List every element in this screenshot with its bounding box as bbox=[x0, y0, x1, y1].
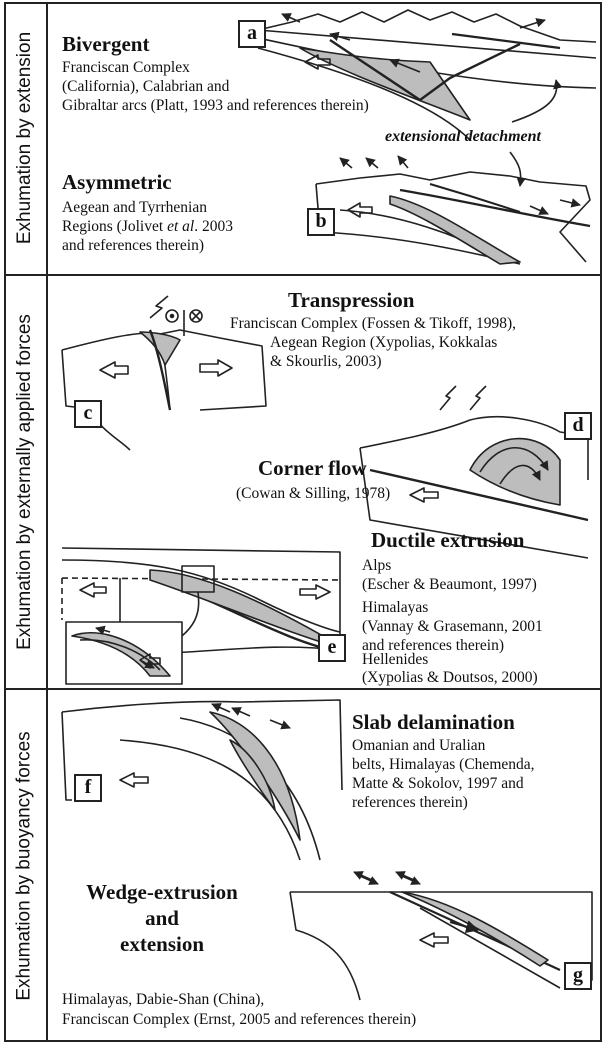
text-g-line-1: Himalayas, Dabie-Shan (China), bbox=[62, 990, 264, 1009]
title-wedge-and: and bbox=[82, 906, 242, 931]
panel-label-a: a bbox=[238, 20, 266, 48]
title-wedge-extension: extension bbox=[82, 932, 242, 957]
text-a-line-3: Gibraltar arcs (Platt, 1993 and referenc… bbox=[62, 96, 369, 115]
title-bivergent: Bivergent bbox=[62, 32, 149, 57]
panel-label-c: c bbox=[74, 400, 102, 428]
title-slab-delamination: Slab delamination bbox=[352, 710, 515, 735]
text-e-line-3: Himalayas bbox=[362, 598, 428, 617]
text-b-etal: et al bbox=[167, 218, 194, 235]
text-f-line-2: belts, Himalayas (Chemenda, bbox=[352, 755, 535, 774]
diagram-g-wedge-extrusion bbox=[290, 872, 592, 1000]
text-e-line-6: Hellenides bbox=[362, 650, 428, 669]
diagram-b-asymmetric bbox=[316, 152, 590, 264]
text-e-line-1: Alps bbox=[362, 556, 391, 575]
diagram-e-ductile-extrusion bbox=[62, 548, 340, 684]
panel-label-b: b bbox=[307, 208, 335, 236]
title-corner-flow: Corner flow bbox=[258, 456, 367, 481]
text-b-line-1: Aegean and Tyrrhenian bbox=[62, 198, 207, 217]
text-a-line-2: (California), Calabrian and bbox=[62, 77, 229, 96]
text-b-line-2b: . 2003 bbox=[194, 218, 233, 235]
text-c-line-3: & Skourlis, 2003) bbox=[270, 352, 382, 371]
title-transpression: Transpression bbox=[288, 288, 414, 313]
text-b-line-2: Regions (Jolivet et al. 2003 bbox=[62, 217, 233, 236]
title-wedge-extrusion: Wedge-extrusion bbox=[82, 880, 242, 905]
panel-label-e: e bbox=[318, 634, 346, 662]
text-c-line-1: Franciscan Complex (Fossen & Tikoff, 199… bbox=[230, 314, 516, 333]
text-a-line-1: Franciscan Complex bbox=[62, 58, 190, 77]
panel-label-d: d bbox=[564, 412, 592, 440]
label-extensional-detachment: extensional detachment bbox=[385, 128, 541, 146]
text-c-line-2: Aegean Region (Xypolias, Kokkalas bbox=[270, 333, 497, 352]
text-g-line-2: Franciscan Complex (Ernst, 2005 and refe… bbox=[62, 1010, 416, 1029]
diagram-a-bivergent bbox=[258, 10, 596, 140]
text-b-line-3: and references therein) bbox=[62, 236, 204, 255]
panel-label-f: f bbox=[74, 774, 102, 802]
title-ductile-extrusion: Ductile extrusion bbox=[371, 528, 524, 553]
text-f-line-4: references therein) bbox=[352, 793, 468, 812]
text-e-line-4: (Vannay & Grasemann, 2001 bbox=[362, 617, 543, 636]
title-asymmetric: Asymmetric bbox=[62, 170, 172, 195]
panel-label-g: g bbox=[564, 962, 592, 990]
text-e-line-2: (Escher & Beaumont, 1997) bbox=[362, 575, 537, 594]
text-b-line-2a: Regions (Jolivet bbox=[62, 218, 167, 235]
text-e-line-7: (Xypolias & Doutsos, 2000) bbox=[362, 668, 538, 687]
diagram-f-slab-delamination bbox=[62, 700, 342, 860]
text-f-line-3: Matte & Sokolov, 1997 and bbox=[352, 774, 524, 793]
text-d-line-1: (Cowan & Silling, 1978) bbox=[236, 484, 390, 503]
text-f-line-1: Omanian and Uralian bbox=[352, 736, 485, 755]
